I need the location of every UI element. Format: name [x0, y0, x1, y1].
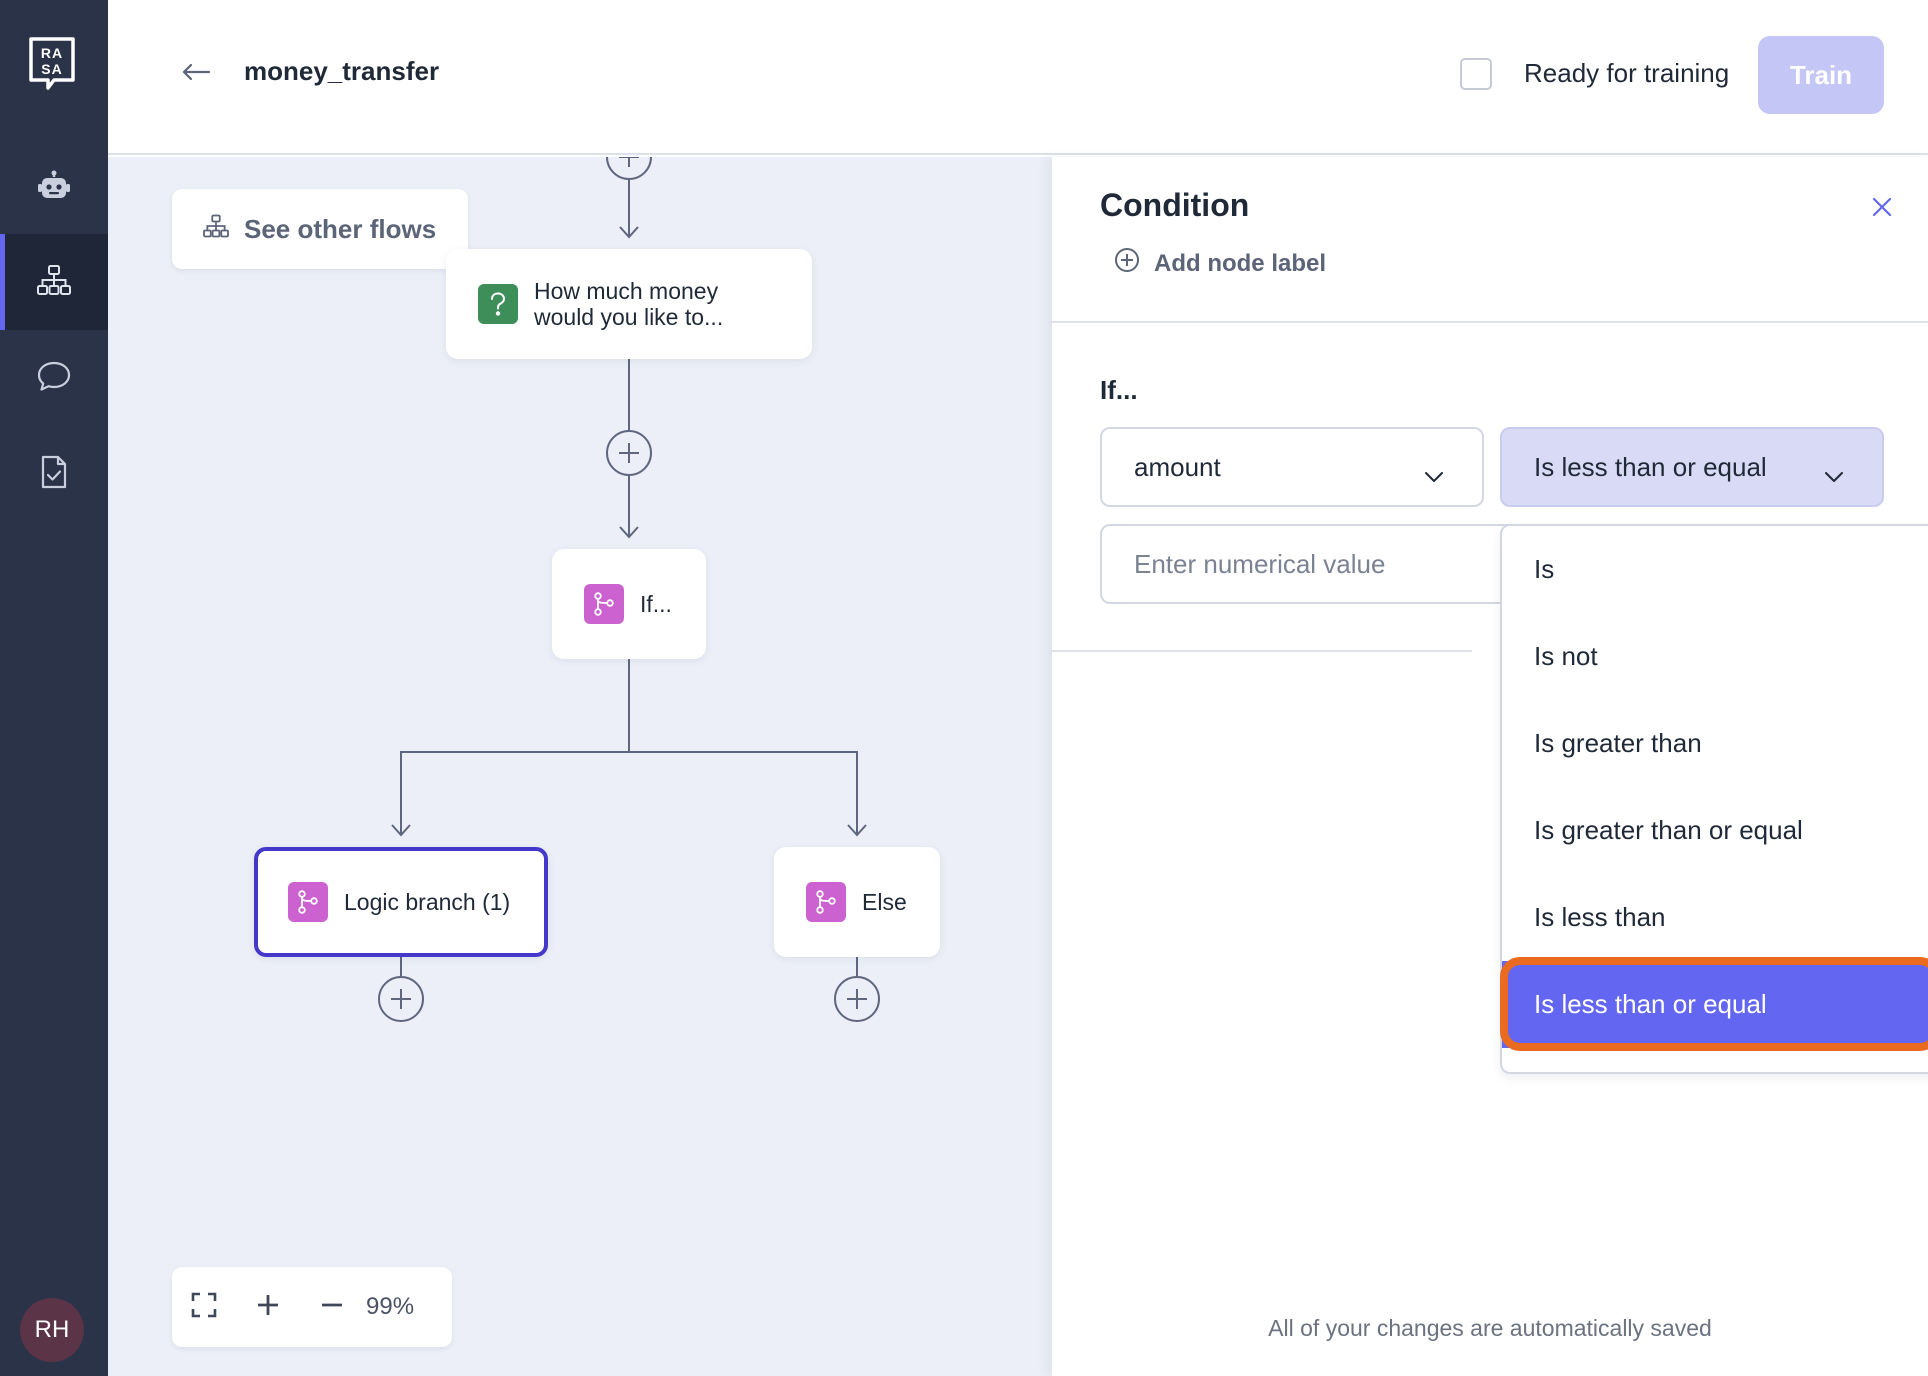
chat-bubble-icon: [36, 360, 72, 397]
numerical-value-input[interactable]: [1100, 524, 1520, 604]
fit-view-button[interactable]: [172, 1275, 236, 1339]
plus-circle-icon: [1114, 247, 1140, 280]
svg-text:RA: RA: [41, 45, 63, 61]
avatar-initials: RH: [34, 1316, 70, 1343]
branch-icon: [584, 584, 624, 624]
zoom-out-button[interactable]: [300, 1275, 364, 1339]
operator-select[interactable]: Is less than or equal: [1500, 427, 1884, 507]
logic-branch-label: Logic branch (1): [344, 888, 511, 915]
add-step-button[interactable]: [606, 157, 652, 180]
add-node-label-text: Add node label: [1154, 249, 1327, 277]
robot-icon: [36, 170, 72, 207]
close-icon: [1872, 197, 1892, 222]
flows-tree-icon: [36, 264, 72, 301]
sidebar: RA SA: [0, 0, 108, 1376]
sidebar-item-flows[interactable]: [0, 234, 108, 330]
question-node-label: How much money would you like to...: [534, 278, 724, 330]
else-node-label: Else: [862, 888, 907, 915]
sidebar-item-conversations[interactable]: [0, 330, 108, 426]
branch-icon: [806, 882, 846, 922]
autosave-note: All of your changes are automatically sa…: [1268, 1315, 1712, 1341]
add-step-button[interactable]: [606, 430, 652, 476]
document-check-icon: [38, 454, 70, 495]
condition-if-label: If...: [1100, 375, 1138, 405]
fullscreen-icon: [191, 1292, 217, 1323]
close-panel-button[interactable]: [1864, 191, 1900, 227]
plus-icon: [256, 1293, 280, 1322]
divider: [1052, 321, 1928, 323]
sidebar-item-training[interactable]: [0, 426, 108, 522]
panel-title: Condition: [1100, 187, 1250, 223]
operator-option[interactable]: Is less than: [1534, 902, 1666, 932]
operator-option[interactable]: Is: [1534, 554, 1555, 584]
zoom-in-button[interactable]: [236, 1275, 300, 1339]
operator-dropdown-menu: Is Is not Is greater than Is greater tha…: [1500, 524, 1928, 1074]
operator-option[interactable]: Is greater than: [1534, 728, 1702, 758]
flow-edges: [378, 157, 880, 1022]
svg-text:SA: SA: [41, 61, 62, 77]
minus-icon: [320, 1293, 344, 1322]
header: money_transfer Ready for training Train: [108, 0, 1928, 155]
else-node[interactable]: Else: [774, 847, 940, 957]
operator-option[interactable]: Is greater than or equal: [1534, 815, 1803, 845]
question-node[interactable]: How much money would you like to...: [446, 249, 812, 359]
question-mark-icon: [478, 284, 518, 324]
chevron-down-icon: [1424, 459, 1444, 490]
add-node-label-button[interactable]: Add node label: [1114, 247, 1326, 280]
see-other-flows-label: See other flows: [244, 213, 437, 244]
operator-select-value: Is less than or equal: [1534, 451, 1767, 482]
arrow-left-icon: [181, 62, 211, 87]
chevron-down-icon: [1824, 459, 1844, 490]
operator-option[interactable]: Is not: [1534, 641, 1598, 671]
condition-panel: Condition Add node label If... amount Is…: [1052, 157, 1928, 1376]
ready-for-training-checkbox[interactable]: [1460, 58, 1492, 90]
see-other-flows-button[interactable]: See other flows: [172, 189, 468, 269]
back-button[interactable]: [180, 58, 212, 90]
divider: [1052, 650, 1472, 652]
if-node[interactable]: If...: [552, 549, 706, 659]
zoom-level: 99%: [366, 1293, 415, 1320]
operator-option-selected[interactable]: Is less than or equal: [1502, 961, 1928, 1048]
flow-title: money_transfer: [244, 56, 440, 86]
add-step-button[interactable]: [378, 976, 424, 1022]
slot-select[interactable]: amount: [1100, 427, 1484, 507]
train-button[interactable]: Train: [1758, 36, 1884, 114]
user-avatar[interactable]: RH: [20, 1298, 84, 1362]
flows-tree-icon: [202, 214, 230, 245]
logic-branch-node[interactable]: Logic branch (1): [254, 847, 548, 957]
sidebar-item-assistant[interactable]: [0, 140, 108, 236]
add-step-button[interactable]: [834, 976, 880, 1022]
if-node-label: If...: [640, 590, 672, 617]
slot-select-value: amount: [1134, 451, 1221, 482]
ready-for-training-label: Ready for training: [1524, 58, 1730, 88]
rasa-logo[interactable]: RA SA: [28, 36, 76, 92]
flow-canvas[interactable]: See other flows How much money would you…: [108, 157, 1052, 1376]
zoom-controls: 99%: [172, 1267, 452, 1347]
branch-icon: [288, 882, 328, 922]
